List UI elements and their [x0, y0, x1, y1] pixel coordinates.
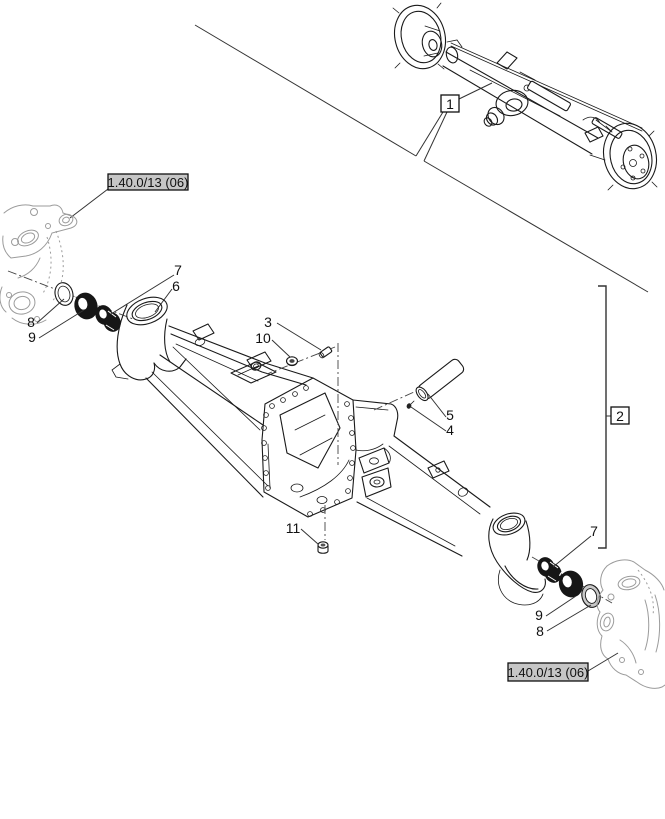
callout-10[interactable]: 10 [255, 330, 271, 346]
center-callouts: 3 10 5 4 11 [255, 314, 454, 545]
callout-8-right[interactable]: 8 [536, 623, 544, 639]
left-callouts: 7 6 8 9 [27, 262, 182, 345]
plug-10 [285, 356, 299, 367]
reference-label-bottom[interactable]: 1.40.0/13 (06) [508, 665, 589, 680]
left-kingpin-axis [7, 270, 134, 320]
callout-box-assembly[interactable]: 1 [440, 82, 493, 113]
axle-housing [111, 296, 546, 606]
bearing-right [558, 568, 584, 598]
callout-box-detail[interactable]: 2 [610, 406, 630, 425]
callout-9-right[interactable]: 9 [535, 607, 543, 623]
pin-4 [406, 400, 415, 409]
callout-1[interactable]: 1 [446, 96, 454, 112]
bushing-left [95, 305, 121, 332]
small-parts [285, 346, 465, 554]
pivot-pin-5 [415, 358, 465, 402]
right-kingpin-parts [531, 556, 613, 608]
right-callouts: 7 9 8 [535, 523, 598, 639]
reference-box-bottom-right[interactable]: 1.40.0/13 (06) [507, 652, 619, 682]
callout-5[interactable]: 5 [446, 407, 454, 423]
bushing-right [537, 557, 562, 583]
ghost-knuckle-left [0, 204, 78, 325]
callout-4[interactable]: 4 [446, 422, 454, 438]
pin-3 [318, 346, 333, 359]
ghost-knuckle-right [596, 559, 665, 689]
divider-lines [194, 24, 649, 293]
callout-7-left[interactable]: 7 [174, 262, 182, 278]
reference-label-top[interactable]: 1.40.0/13 (06) [108, 175, 189, 190]
axle-assembly-thumbnail [392, 2, 658, 191]
callout-7-right[interactable]: 7 [590, 523, 598, 539]
seal-right [581, 584, 601, 608]
callout-2[interactable]: 2 [616, 408, 624, 424]
seal-left [54, 282, 74, 306]
plug-11 [317, 541, 329, 554]
centerlines [266, 343, 435, 540]
callout-3[interactable]: 3 [264, 314, 272, 330]
callout-8-left[interactable]: 8 [27, 314, 35, 330]
reference-box-top-left[interactable]: 1.40.0/13 (06) [69, 173, 189, 219]
callout-11[interactable]: 11 [286, 520, 301, 536]
callout-6[interactable]: 6 [172, 278, 180, 294]
callout-9-left[interactable]: 9 [28, 329, 36, 345]
flange-bolt-holes [261, 385, 356, 517]
detail-bracket [598, 285, 611, 549]
left-kingpin-parts [7, 270, 134, 332]
